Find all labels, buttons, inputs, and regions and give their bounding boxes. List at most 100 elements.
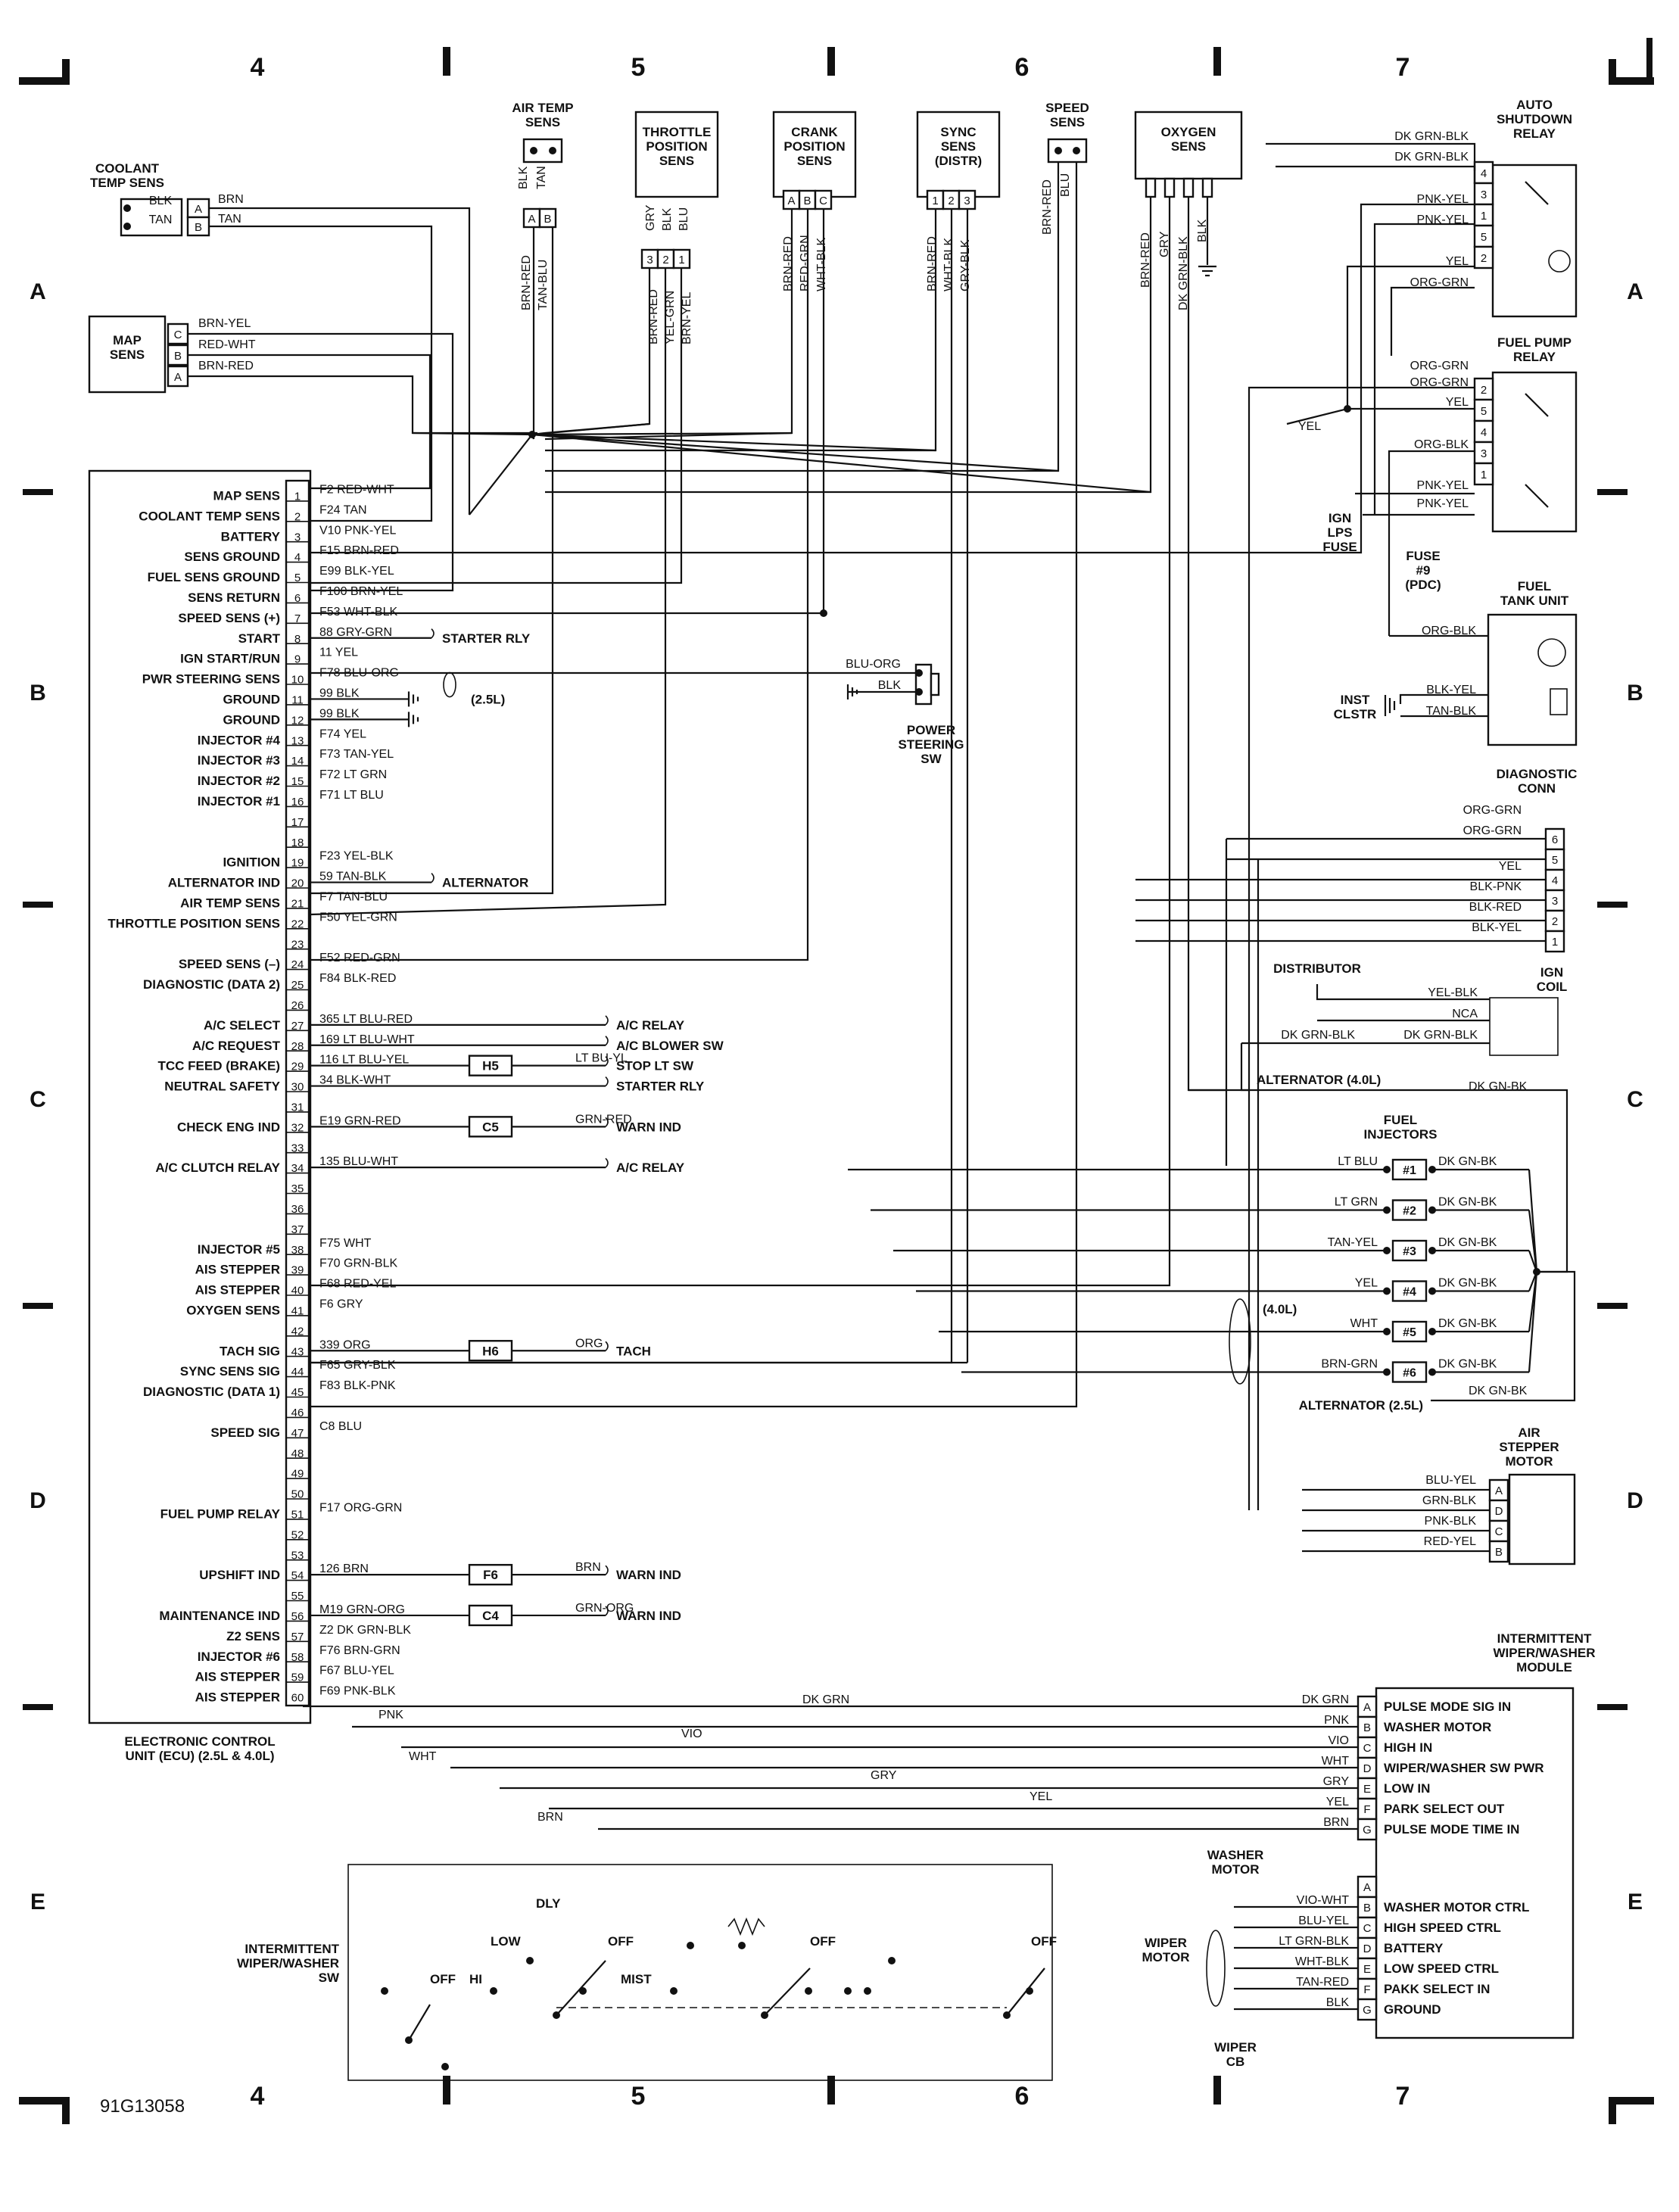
wire-label: BLK <box>661 207 674 231</box>
ground-splice-wire <box>531 433 1151 494</box>
ecu-pin-number: 53 <box>291 1549 304 1562</box>
ecu-pin-label: IGNITION <box>223 855 280 870</box>
ecu-pin-label: Z2 SENS <box>226 1629 280 1643</box>
ecu-wire-label: C8 BLU <box>319 1420 362 1433</box>
destination-label: WARN IND <box>616 1568 681 1582</box>
wire-label: YEL <box>1446 255 1469 268</box>
switch-position-label: LOW <box>491 1934 522 1949</box>
ecu-wire-label: 339 ORG <box>319 1338 371 1351</box>
wire-label: BLK-RED <box>1469 901 1522 914</box>
ecu-wire-label: 135 BLU-WHT <box>319 1155 398 1168</box>
wire-label: VIO-WHT <box>1297 1894 1350 1907</box>
ecu-wire-label: 59 TAN-BLK <box>319 871 387 883</box>
wire-label: YEL-GRN <box>664 291 677 344</box>
pin-label: G <box>1363 1824 1372 1837</box>
ign-lps-fuse-label: LPS <box>1327 525 1352 540</box>
grid-column-label: 4 <box>251 53 265 82</box>
pin-label: 2 <box>1552 915 1558 928</box>
ecu-wire-label: F6 GRY <box>319 1298 363 1310</box>
pin-label: 1 <box>1552 936 1558 949</box>
wire-label: BLU-ORG <box>846 658 901 671</box>
wire <box>1276 165 1476 183</box>
wire-label: YEL <box>1030 1790 1052 1803</box>
auto-shutdown-title: AUTO <box>1516 98 1553 112</box>
switch-position-label: DLY <box>536 1896 561 1911</box>
ecu-pin-number: 57 <box>291 1631 304 1643</box>
ecu-pin-number: 31 <box>291 1101 304 1114</box>
oxygen-pin <box>1182 177 1195 198</box>
pin-label: B <box>1495 1546 1503 1559</box>
ecu-pin-label: AIS STEPPER <box>195 1283 280 1298</box>
wire-label: PNK-YEL <box>1417 479 1469 492</box>
grid-row-label: A <box>1627 279 1643 304</box>
auto-shutdown-relay <box>1491 164 1578 318</box>
grid-tick <box>1213 2076 1221 2105</box>
wire-label: TAN <box>218 213 241 226</box>
wire-label: LT BU-YL <box>575 1052 628 1065</box>
wire <box>310 162 1078 1408</box>
pin-label: 2 <box>1481 252 1487 265</box>
ecu-pin-label: INJECTOR #3 <box>198 753 280 768</box>
pin-label: C <box>1363 1922 1372 1935</box>
grid-row-label: D <box>30 1488 46 1513</box>
wire <box>188 332 454 592</box>
splice-dot <box>820 609 827 617</box>
pin-label: A <box>1363 1881 1371 1894</box>
ecu-pin-label: AIS STEPPER <box>195 1670 280 1684</box>
ecu-wire-label: F68 RED-YEL <box>319 1278 396 1291</box>
grid-tick <box>1597 902 1628 908</box>
ecu-pin-number: 11 <box>291 693 304 706</box>
wire-label: BLK <box>661 207 674 231</box>
pin-label: C <box>174 329 182 341</box>
ecu-pin-number: 5 <box>294 572 301 584</box>
wire-label: PNK <box>378 1709 403 1721</box>
wire-label: YEL <box>1298 420 1321 433</box>
ecu-wire-label: F53 WHT-BLK <box>319 606 397 618</box>
ecu-wire-label: F52 RED-GRN <box>319 952 400 964</box>
wire-label: YEL <box>1499 860 1522 873</box>
wire-label: YEL <box>1298 420 1321 433</box>
wire-label: BRN-RED <box>647 289 660 344</box>
destination-label: A/C RELAY <box>616 1161 685 1175</box>
destination-label: A/C BLOWER SW <box>616 1039 724 1053</box>
ecu-pin-number: 2 <box>294 510 301 523</box>
wire-label: PNK <box>378 1709 403 1721</box>
ecu-pin-number: 18 <box>291 837 304 849</box>
ecu-pin-label: AIS STEPPER <box>195 1690 280 1705</box>
ecu-wire-label: F75 WHT <box>319 1237 372 1250</box>
ecu-pin-label: TACH SIG <box>220 1344 280 1358</box>
wire <box>1266 142 1476 171</box>
fuel-gauge-sender <box>1537 638 1566 667</box>
wiper-pin-label: GROUND <box>1384 2002 1441 2017</box>
wire-label: RED-GRN <box>799 235 811 291</box>
pin-label: 3 <box>1552 895 1558 908</box>
wire-label: WHT-BLK <box>942 238 955 291</box>
engine-note: (2.5L) <box>471 692 505 706</box>
alternator-25-label: ALTERNATOR (2.5L) <box>1299 1398 1423 1413</box>
injector-id: #2 <box>1403 1205 1416 1218</box>
pin-label: B <box>1363 1721 1371 1734</box>
injector-id: #5 <box>1403 1326 1416 1339</box>
wire <box>188 375 537 435</box>
pin-label: 6 <box>1552 833 1558 846</box>
ecu-wire-label: F75 WHT <box>319 1237 372 1250</box>
ecu-pin-label: TCC FEED (BRAKE) <box>158 1059 281 1073</box>
power-steering-switch <box>930 672 940 696</box>
ecu-wire-label: 116 LT BLU-YEL <box>319 1054 409 1067</box>
wire-label: YEL-GRN <box>664 291 677 344</box>
pin-label: 3 <box>1552 895 1558 908</box>
grid-tick <box>827 47 835 76</box>
ecu-wire-label: F71 LT BLU <box>319 789 384 802</box>
wire-label: GRY-BLK <box>959 239 972 291</box>
grid-column-label: 5 <box>631 2082 646 2111</box>
ecu-wire-label: M19 GRN-ORG <box>319 1603 405 1616</box>
ign-lps-fuse-label: FUSE <box>1322 540 1357 554</box>
ecu-wire-label: F100 BRN-YEL <box>319 585 403 598</box>
wire-label: BRN-YEL <box>681 292 693 344</box>
alternator-40-label: ALTERNATOR (4.0L) <box>1257 1073 1381 1087</box>
